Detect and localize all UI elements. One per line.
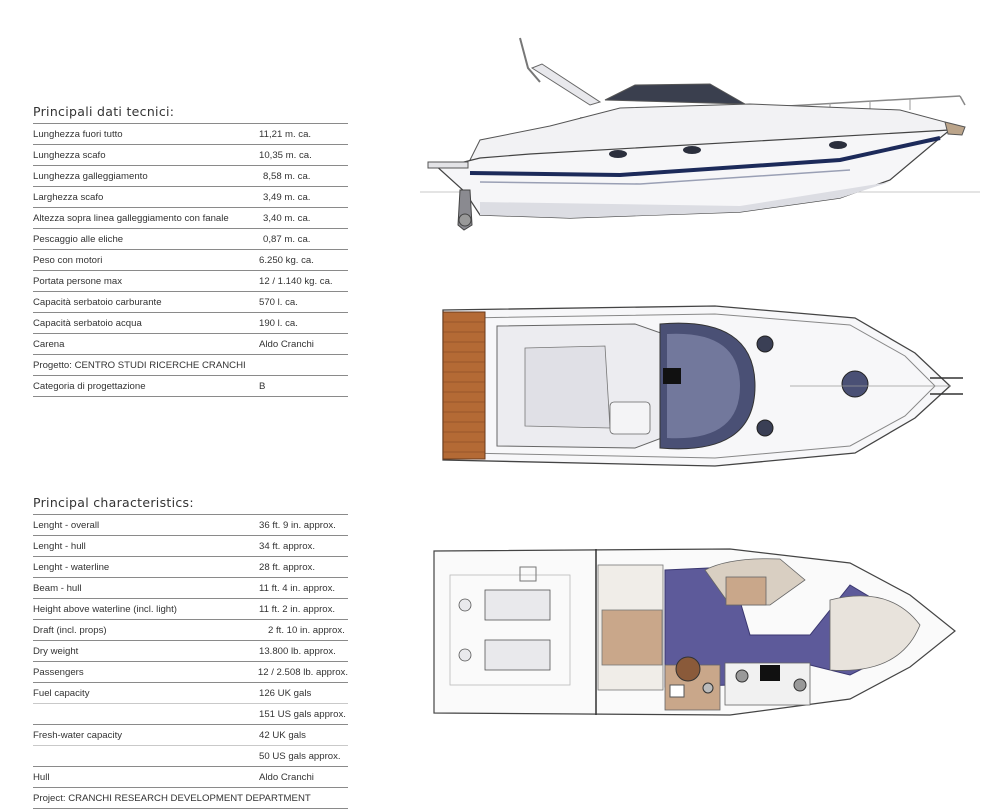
spec-row: Height above waterline (incl. light)11 f… [33, 598, 348, 619]
spec-row: Progetto: CENTRO STUDI RICERCHE CRANCHI [33, 354, 348, 375]
spec-row: 50 US gals approx. [33, 745, 348, 766]
boat-interior-layout-drawing [433, 548, 956, 716]
spec-row: Draft (incl. props)2 ft. 10 in. approx. [33, 619, 348, 640]
english-spec-table: Principal characteristics: Lenght - over… [33, 495, 348, 809]
boat-side-profile-drawing [420, 37, 980, 231]
spec-title: Principali dati tecnici: [33, 104, 175, 119]
boat-deck-plan-drawing [442, 305, 963, 467]
spec-row: Altezza sopra linea galleggiamento con f… [33, 207, 348, 228]
spec-title: Principal characteristics: [33, 495, 194, 510]
spec-row: 151 US gals approx. [33, 703, 348, 724]
italian-spec-table: Principali dati tecnici: Lunghezza fuori… [33, 104, 348, 397]
spec-row: Project: CRANCHI RESEARCH DEVELOPMENT DE… [33, 787, 348, 809]
